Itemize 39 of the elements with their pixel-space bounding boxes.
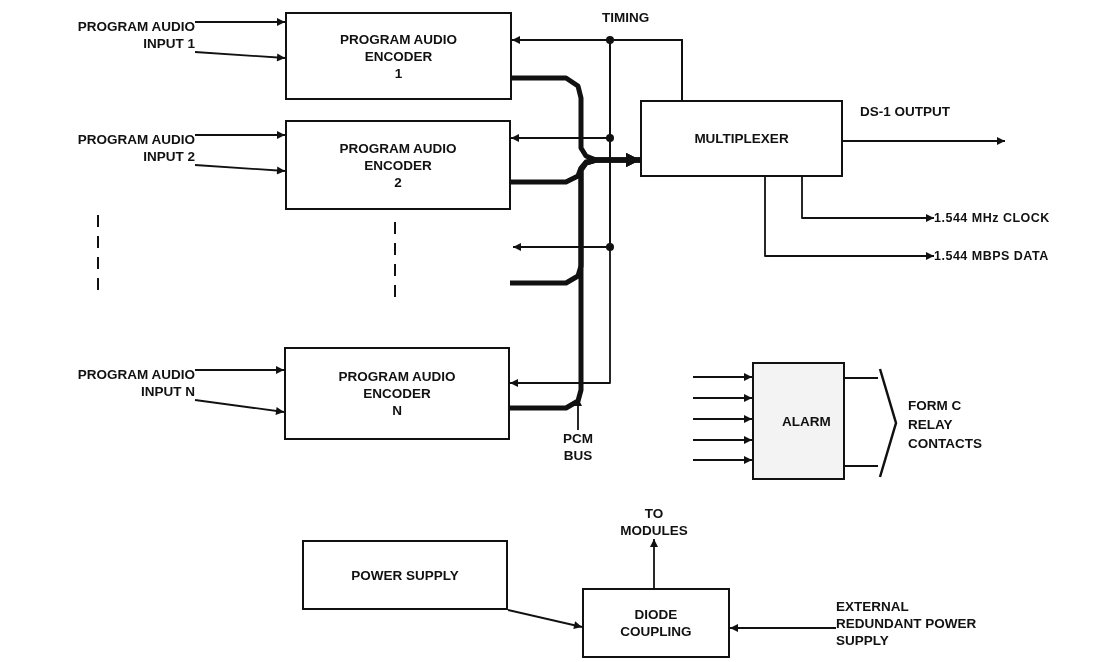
relay-contacts-label: FORM C RELAY CONTACTS [908,397,983,453]
arrow [509,39,683,387]
output-label: 1.544 MBPS DATA [934,248,1102,265]
input-label: PROGRAM AUDIO INPUT 1 [70,18,195,52]
arrow [801,176,935,222]
arrow [650,538,658,589]
arrow [194,399,285,415]
destination-label: TO MODULES [610,505,698,539]
source-label: EXTERNAL REDUNDANT POWER SUPPLY [836,598,986,649]
arrow [194,18,286,26]
power-supply-box: POWER SUPPLY [302,540,508,610]
bus-arrow [510,153,640,286]
encoder-box: PROGRAM AUDIO ENCODER 2 [285,120,511,210]
bus-label: PCM BUS [553,430,603,464]
arrow [692,394,753,402]
connector-line [844,465,879,467]
arrow [842,137,1006,145]
arrow [194,51,286,62]
input-label: PROGRAM AUDIO INPUT N [70,366,195,400]
arrow [729,624,837,632]
arrow [194,366,285,374]
alarm-box: ALARM [752,362,845,480]
encoder-box: PROGRAM AUDIO ENCODER 1 [285,12,512,100]
arrow [692,436,753,444]
arrow [194,164,286,175]
arrow [692,415,753,423]
connector-line [844,377,879,379]
arrow [692,456,753,464]
multiplexer-box: MULTIPLEXER [640,100,843,177]
input-label: PROGRAM AUDIO INPUT 2 [70,131,195,165]
output-label: 1.544 MHz CLOCK [934,210,1102,227]
arrow [692,373,753,381]
arrow [194,131,286,139]
edge-label: DS-1 OUTPUT [858,104,952,119]
arrow [764,176,935,260]
encoder-box: PROGRAM AUDIO ENCODER N [284,347,510,440]
coupling-box: DIODE COUPLING [582,588,730,658]
arrow [507,609,583,630]
signal-label: TIMING [600,10,652,25]
